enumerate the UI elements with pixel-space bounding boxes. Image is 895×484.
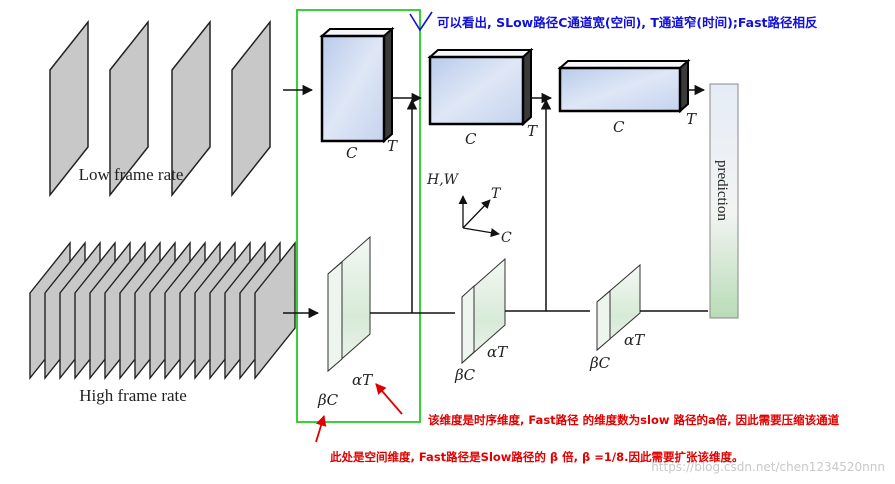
slow-block-1 — [319, 26, 395, 144]
highlight-box — [296, 9, 421, 423]
check-mark-icon — [409, 11, 433, 32]
prediction-label: prediction — [714, 160, 730, 221]
low-frame-2 — [109, 19, 149, 198]
low-frame-rate-label: Low frame rate — [79, 165, 184, 184]
axis-c-label: C — [501, 230, 512, 246]
slow-block-2-c: C — [465, 130, 477, 148]
fast-block-2 — [461, 257, 506, 365]
top-annotation: 可以看出, SLow路径C通道宽(空间), T通道窄(时间);Fast路径相反 — [437, 15, 818, 30]
red-arrow-temporal — [375, 383, 403, 415]
high-frame-16 — [254, 241, 296, 380]
slow-block-2-t: T — [527, 122, 538, 140]
slow-block-3 — [557, 58, 691, 114]
slow-block-1-t: T — [387, 137, 398, 155]
fast-block-3-at: αT — [624, 331, 645, 349]
watermark: https://blog.csdn.net/chen1234520nnn — [651, 460, 885, 474]
slow-block-3-c: C — [613, 118, 625, 136]
slow-block-2 — [427, 47, 534, 127]
high-frame-rate-frames — [29, 241, 296, 380]
low-frame-4 — [231, 19, 271, 198]
fast-block-1 — [327, 235, 371, 373]
fast-block-2-bc: βC — [454, 366, 476, 384]
low-frame-3 — [171, 19, 211, 198]
red-arrow-spatial — [315, 414, 327, 443]
high-frame-rate-label: High frame rate — [79, 386, 187, 405]
axis-indicator — [458, 195, 500, 238]
slow-block-1-c: C — [346, 144, 358, 162]
spatial-annotation: 此处是空间维度, Fast路径是Slow路径的 β 倍, β =1/8.因此需要… — [330, 450, 743, 464]
prediction-bar — [709, 83, 739, 319]
flow-arrows — [283, 84, 708, 319]
fast-block-3-bc: βC — [589, 354, 611, 372]
fast-block-1-bc: βC — [317, 391, 339, 409]
temporal-annotation: 该维度是时序维度, Fast路径 的维度数为slow 路径的a倍, 因此需要压缩… — [428, 413, 840, 427]
low-frame-1 — [49, 19, 89, 198]
slow-block-3-t: T — [686, 110, 697, 128]
axis-hw-label: H,W — [426, 172, 460, 188]
fast-block-2-at: αT — [487, 343, 508, 361]
fast-block-3 — [596, 263, 641, 352]
low-frame-rate-frames — [49, 19, 271, 198]
fast-block-1-at: αT — [352, 371, 373, 389]
axis-t-label: T — [491, 186, 502, 202]
